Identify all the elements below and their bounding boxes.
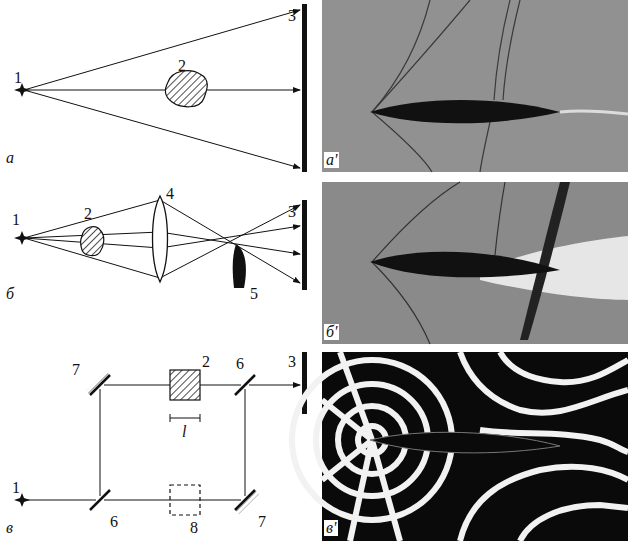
callout-number: 1 (12, 212, 20, 228)
scheme-letter: а (6, 150, 14, 166)
scheme-letter: l (182, 424, 186, 440)
photo-label: в' (324, 520, 338, 536)
callout-number: 5 (250, 286, 258, 302)
callout-number: 1 (14, 70, 22, 86)
callout-number: 2 (202, 354, 210, 370)
photo-label: б' (324, 324, 339, 340)
callout-number: 6 (110, 514, 118, 530)
callout-number: 7 (258, 514, 266, 530)
scheme-letter: в (6, 520, 13, 536)
callout-number: 8 (190, 520, 198, 536)
callout-number: 6 (236, 356, 244, 372)
callout-number: 3 (288, 354, 296, 370)
callout-number: 4 (166, 186, 174, 202)
callout-number: 2 (178, 58, 186, 74)
callout-number: 1 (12, 480, 20, 496)
callout-number: 2 (84, 206, 92, 222)
callout-number: 7 (72, 362, 80, 378)
photo-label: а' (324, 152, 339, 168)
callout-number: 3 (288, 204, 296, 220)
callout-number: 3 (288, 8, 296, 24)
scheme-letter: б (6, 286, 14, 302)
